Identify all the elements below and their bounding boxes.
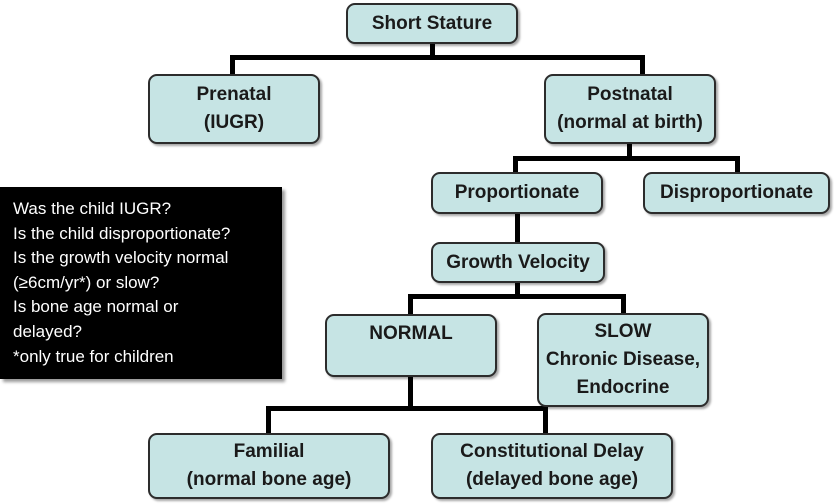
node-proportionate: Proportionate bbox=[431, 172, 603, 214]
node-proportionate-label: Proportionate bbox=[454, 182, 580, 203]
connector-to-postnatal bbox=[640, 55, 645, 75]
node-disproportionate-label: Disproportionate bbox=[659, 182, 814, 203]
connector-to-familial bbox=[266, 406, 271, 434]
connector-proportionate-to-growth bbox=[515, 214, 520, 244]
node-constitutional-delay-line-2: (delayed bone age) bbox=[465, 469, 639, 490]
questions-box: Was the child IUGR? Is the child disprop… bbox=[0, 187, 282, 379]
connector-growth-bar bbox=[408, 294, 626, 299]
node-growth-velocity: Growth Velocity bbox=[431, 242, 605, 283]
node-constitutional-delay: Constitutional Delay (delayed bone age) bbox=[431, 433, 673, 499]
node-growth-velocity-label: Growth Velocity bbox=[446, 251, 590, 273]
question-line: Is bone age normal or bbox=[13, 297, 179, 317]
question-line: Is the child disproportionate? bbox=[13, 223, 231, 243]
node-postnatal-line-1: Postnatal bbox=[587, 84, 673, 105]
node-slow-line-3: Endocrine bbox=[576, 377, 670, 398]
node-familial-line-1: Familial bbox=[233, 441, 305, 462]
node-familial: Familial (normal bone age) bbox=[148, 433, 390, 499]
node-normal: NORMAL bbox=[325, 314, 497, 377]
question-line: Was the child IUGR? bbox=[13, 199, 172, 218]
connector-postnatal-bar bbox=[513, 156, 740, 161]
node-slow-line-2: Chronic Disease, bbox=[545, 349, 701, 370]
connector-normal-bar bbox=[266, 406, 548, 411]
node-familial-line-2: (normal bone age) bbox=[186, 469, 352, 490]
connector-to-proportionate bbox=[513, 156, 518, 174]
node-prenatal: Prenatal (IUGR) bbox=[148, 74, 320, 144]
footnote-line: *only true for children bbox=[13, 346, 174, 366]
question-line: Is the growth velocity normal bbox=[13, 248, 229, 268]
node-short-stature-label: Short Stature bbox=[371, 12, 493, 34]
node-postnatal-line-2: (normal at birth) bbox=[557, 112, 703, 133]
node-postnatal: Postnatal (normal at birth) bbox=[544, 74, 716, 144]
connector-growth-down bbox=[515, 282, 520, 298]
node-normal-label: NORMAL bbox=[369, 323, 453, 344]
question-line: delayed? bbox=[13, 321, 83, 341]
connector-to-slow bbox=[621, 294, 626, 314]
connector-to-normal bbox=[408, 294, 413, 316]
node-slow: SLOW Chronic Disease, Endocrine bbox=[537, 313, 709, 407]
node-prenatal-line-2: (IUGR) bbox=[203, 112, 265, 133]
connector-to-constitutional bbox=[543, 406, 548, 434]
node-slow-line-1: SLOW bbox=[594, 321, 652, 342]
question-line: (≥6cm/yr*) or slow? bbox=[13, 272, 160, 292]
connector-postnatal-down bbox=[627, 143, 632, 161]
connector-root-down bbox=[430, 43, 435, 59]
node-disproportionate: Disproportionate bbox=[643, 172, 830, 214]
connector-normal-down bbox=[408, 376, 413, 410]
node-prenatal-line-1: Prenatal bbox=[196, 84, 272, 105]
node-short-stature: Short Stature bbox=[346, 3, 518, 44]
node-constitutional-delay-line-1: Constitutional Delay bbox=[460, 441, 644, 462]
connector-root-bar bbox=[230, 55, 645, 60]
connector-to-disproportionate bbox=[735, 156, 740, 174]
connector-to-prenatal bbox=[230, 55, 235, 75]
